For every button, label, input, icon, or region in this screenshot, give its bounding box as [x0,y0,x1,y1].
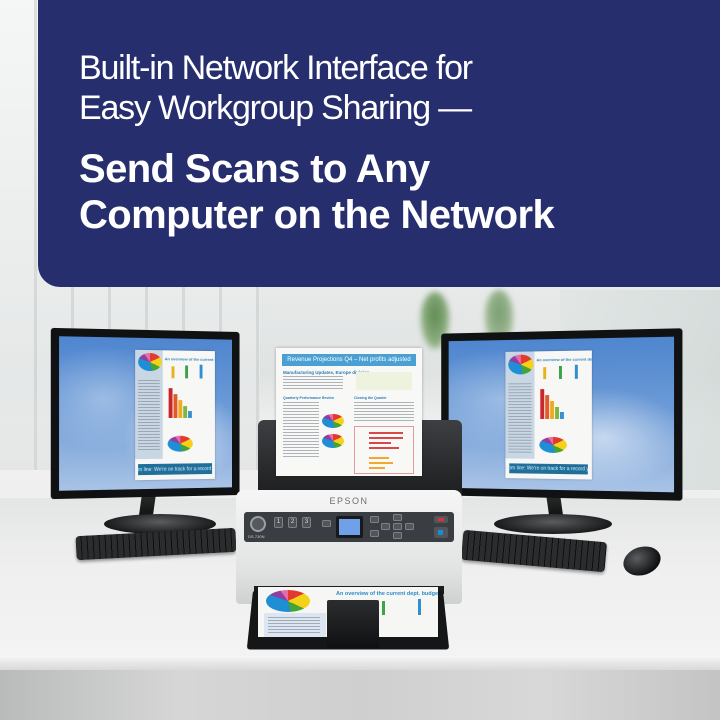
job-key-3[interactable]: 3 [302,517,311,528]
doc-section-title: Manufacturing Updates, Europe division [283,370,370,375]
scanner-model-label: DS-730N [248,534,265,539]
subtitle-line-1: Built-in Network Interface for [79,49,473,87]
doc-section-title: Closing the Quarter [354,396,387,400]
left-screen-document: An overview of the current dept. budget.… [135,349,215,481]
doc-title: An overview of the current dept. budget. [164,356,215,362]
scanner-control-panel: DS-730N 1 2 3 [244,512,454,542]
left-monitor-screen: An overview of the current dept. budget.… [59,336,232,491]
nav-up-button[interactable] [393,514,402,521]
job-key-1[interactable]: 1 [274,517,283,528]
lcd-screen [336,516,363,538]
subtitle-line-2: Easy Workgroup Sharing — [79,89,472,127]
epson-scanner: EPSON DS-730N 1 2 3 [236,490,462,604]
pie-chart-icon [322,414,344,428]
bar-chart [540,389,564,420]
left-monitor: An overview of the current dept. budget.… [50,327,240,500]
doc-title: An overview of the current dept. budget. [536,356,592,363]
nav-left-button[interactable] [381,523,390,530]
pie-chart-icon [138,352,162,372]
help-button[interactable] [370,530,379,537]
headline-banner: Built-in Network Interface for Easy Work… [38,0,720,287]
under-desk-area [0,670,720,720]
pie-chart-icon [266,590,310,612]
back-button[interactable] [322,520,331,527]
nav-ok-button[interactable] [393,523,402,530]
doc-footer: Bottom line: We're on track for a record… [135,463,215,475]
doc-footer: Bottom line: We're on track for a record… [505,463,592,475]
right-monitor: An overview of the current dept. budget.… [441,328,683,501]
nav-right-button[interactable] [405,523,414,530]
right-monitor-screen: An overview of the current dept. budget.… [448,336,675,493]
stop-button[interactable] [434,516,448,523]
left-monitor-base [104,514,216,534]
bar-chart [168,388,192,418]
power-button-icon[interactable] [250,516,266,532]
horizontal-bar-chart [354,426,414,474]
pie-chart-icon [539,436,567,454]
paper-stopper [327,600,379,648]
pie-chart-icon [167,435,193,452]
doc-section-title: Quarterly Performance Review [283,396,334,400]
output-doc-title: An overview of the current dept. budget. [336,591,438,597]
desk-edge [0,656,720,670]
document-being-scanned: Revenue Projections Q4 – Net profits adj… [276,348,422,476]
bar-chart [168,364,207,379]
doc-header: Revenue Projections Q4 – Net profits adj… [282,354,416,366]
job-key-2[interactable]: 2 [288,517,297,528]
headline-line-1: Send Scans to Any [79,147,430,191]
bar-chart [539,364,583,380]
headline-line-2: Computer on the Network [79,193,555,237]
right-screen-document: An overview of the current dept. budget.… [505,350,592,480]
start-button[interactable] [434,527,448,538]
nav-down-button[interactable] [393,532,402,539]
home-button[interactable] [370,516,379,523]
right-monitor-base [494,514,612,534]
scanner-brand-logo: EPSON [329,496,369,506]
pie-chart-icon [322,434,344,448]
